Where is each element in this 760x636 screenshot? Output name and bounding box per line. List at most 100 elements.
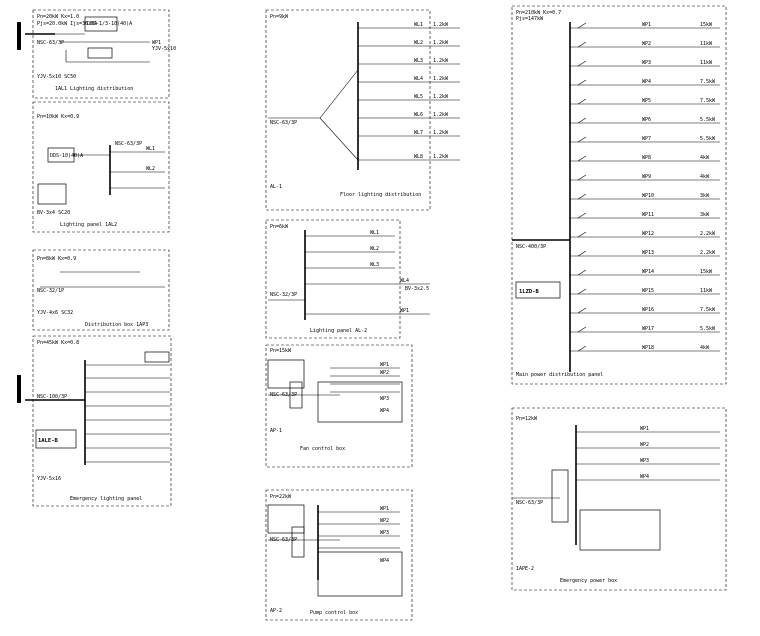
p8-header: Pn=22kW (270, 494, 292, 500)
p9-breaker-symbol (577, 231, 587, 238)
p2-circuit-2: WL2 (146, 166, 155, 172)
p9-breaker-symbol (577, 98, 587, 105)
p5-note: Floor lighting distribution (340, 192, 421, 198)
p9-load-label: 7.5kW (700, 79, 716, 85)
p9-load-label: 7.5kW (700, 307, 716, 313)
p10-header: Pn=12kW (516, 416, 538, 422)
p8-breaker: NSC-63/3P (270, 537, 297, 543)
p5-title: AL-1 (270, 184, 282, 190)
p9-circuit-label: WP5 (642, 98, 651, 104)
p9-breaker-symbol (577, 193, 587, 200)
p9-breaker-symbol (577, 345, 587, 352)
p9-load-label: 5.5kW (700, 326, 716, 332)
panel-5: Pn=9kW NSC-63/3P WL1 WL2 WL3 WL4 WL5 WL6… (265, 9, 460, 211)
p5-l6: 1.2kW (433, 112, 449, 118)
p1-outgoing-2: YJV-5x10 (152, 46, 176, 52)
p7-note: Fan control box (300, 446, 345, 452)
p5-l8: 1.2kW (433, 154, 449, 160)
p9-load-label: 11kW (700, 60, 713, 66)
p9-circuit-label: WP3 (642, 60, 651, 66)
p4-header: Pn=45kW Kx=0.8 (37, 340, 79, 346)
p6-breaker: NSC-32/3P (270, 292, 297, 298)
p9-breaker-symbol (577, 117, 587, 124)
p9-load-label: 4kW (700, 174, 710, 180)
p9-breaker-symbol (577, 79, 587, 86)
p5-l3: 1.2kW (433, 58, 449, 64)
p2-meter: DDS-10(40)A (50, 153, 83, 159)
p7-title: AP-1 (270, 428, 282, 434)
p7-c1: WP1 (380, 362, 389, 368)
p9-circuit-label: WP6 (642, 117, 651, 123)
p9-circuit-label: WP2 (642, 41, 651, 47)
p5-c1: WL1 (414, 22, 423, 28)
p9-circuit-label: WP4 (642, 79, 651, 85)
p2-circuit-1: WL1 (146, 146, 155, 152)
p6-header: Pn=6kW (270, 224, 289, 230)
p5-c8: WL8 (414, 154, 423, 160)
p5-c6: WL6 (414, 112, 423, 118)
p10-note: Emergency power box (560, 578, 617, 584)
p4-cable: YJV-5x16 (37, 476, 61, 482)
p8-note: Pump control box (310, 610, 358, 616)
p9-breaker-symbol (577, 269, 587, 276)
p9-circuit-label: WP14 (642, 269, 654, 275)
p5-c5: WL5 (414, 94, 423, 100)
p2-breaker: NSC-63/3P (115, 141, 142, 147)
panel-4: Pn=45kW Kx=0.8 1ALE-B NSC-100/3P YJV-5x1… (17, 335, 172, 507)
p2-cable: BV-3x4 SC20 (37, 210, 70, 216)
p9-load-label: 4kW (700, 345, 710, 351)
p10-c3: WP3 (640, 458, 649, 464)
panel-1: Pn=20kW Kx=1.0 Pjs=20.0kW Ijs=36.0A DDS-… (17, 9, 176, 99)
p1-outgoing-1: WP1 (152, 40, 161, 46)
p9-circuit-label: WP13 (642, 250, 654, 256)
p9-breaker-symbol (577, 250, 587, 257)
p5-l7: 1.2kW (433, 130, 449, 136)
p3-breaker: NSC-32/1P (37, 288, 64, 294)
p9-load-label: 5.5kW (700, 117, 716, 123)
p9-breaker-symbol (577, 41, 587, 48)
p9-breaker-symbol (577, 60, 587, 67)
p5-circuits: WL1 WL2 WL3 WL4 WL5 WL6 WL7 WL8 1.2kW 1.… (358, 22, 460, 161)
p9-load-label: 11kW (700, 41, 713, 47)
p9-breaker-symbol (577, 136, 587, 143)
p10-c2: WP2 (640, 442, 649, 448)
panel-3: Pn=8kW Kx=0.9 NSC-32/1P YJV-4x6 SC32 Dis… (32, 249, 170, 331)
p1-cable: YJV-5x10 SC50 (37, 74, 76, 80)
p7-breaker: NSC-63/3P (270, 392, 297, 398)
p9-breaker-symbol (577, 212, 587, 219)
p4-breaker: NSC-100/3P (37, 394, 67, 400)
p6-cable: BV-3x2.5 (405, 286, 429, 292)
p9-circuit-label: WP15 (642, 288, 654, 294)
p5-c2: WL2 (414, 40, 423, 46)
p3-note: Distribution box 1AP3 (85, 322, 148, 328)
p8-title: AP-2 (270, 608, 282, 614)
p1-meter: DDS-1/3-10(40)A (87, 21, 132, 27)
p10-c1: WP1 (640, 426, 649, 432)
p10-title: 1APE-2 (516, 566, 534, 572)
panel-8: Pn=22kW WP1 WP2 WP3 WP4 NSC-63/3P AP-2 P… (265, 489, 413, 621)
p6-c4: WL4 (400, 278, 409, 284)
p8-c3: WP3 (380, 530, 389, 536)
p9-circuit-label: WP18 (642, 345, 654, 351)
p9-header-2: Pjs=147kW (516, 16, 544, 22)
p9-note: Main power distribution panel (516, 372, 603, 378)
panel-6: Pn=6kW WL1 WL2 WL3 WL4 WP1 NSC-32/3P BV-… (265, 219, 430, 339)
p9-breaker-symbol (577, 326, 587, 333)
p9-load-label: 3kW (700, 212, 710, 218)
p3-cable: YJV-4x6 SC32 (37, 310, 73, 316)
p9-circuit-label: WP17 (642, 326, 654, 332)
p9-header-1: Pn=210kW Kx=0.7 (516, 10, 561, 16)
p9-load-label: 15kW (700, 269, 713, 275)
p9-breaker-symbol (577, 174, 587, 181)
p7-c4: WP4 (380, 408, 389, 414)
p5-c7: WL7 (414, 130, 423, 136)
p9-breaker-symbol (577, 155, 587, 162)
p2-header: Pn=10kW Kx=0.9 (37, 114, 79, 120)
p5-l1: 1.2kW (433, 22, 449, 28)
p9-circuit-label: WP7 (642, 136, 651, 142)
p1-header-1: Pn=20kW Kx=1.0 (37, 14, 79, 20)
p9-circuit-label: WP11 (642, 212, 654, 218)
p9-circuit-label: WP8 (642, 155, 651, 161)
p7-c2: WP2 (380, 370, 389, 376)
